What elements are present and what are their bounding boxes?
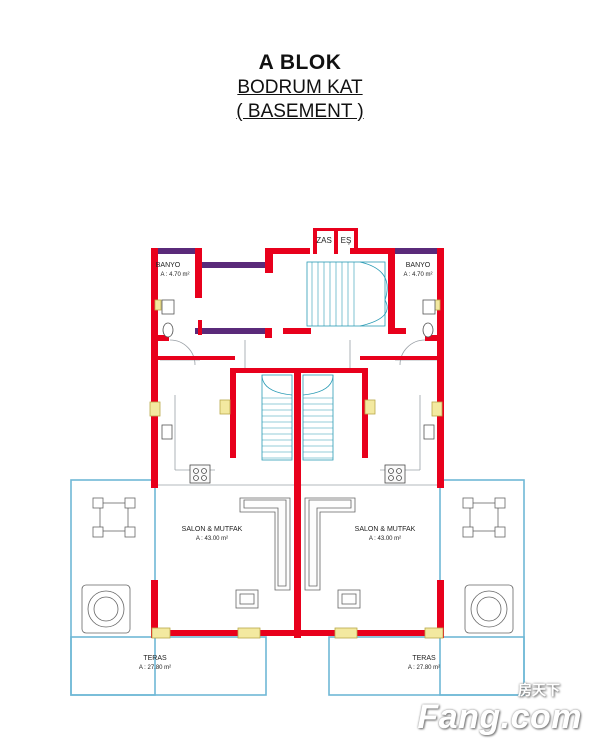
sofa-right [304,497,356,591]
block-title: A BLOK [258,51,342,74]
shaft-left-label: ZAS [316,236,332,245]
dining-set-left [92,497,136,538]
kitchen-right [384,464,406,484]
jacuzzi-left [81,584,131,634]
teras-right-area: A : 27.80 m² [408,665,440,671]
kitchen-left [189,464,211,484]
watermark: 房天下 Fang.com [417,680,582,734]
jacuzzi-right [464,584,514,634]
floor-title-en: ( BASEMENT ) [236,101,364,122]
bathroom-fixtures [161,299,436,440]
armchairs [235,589,361,609]
watermark-cn: 房天下 [518,682,560,698]
stairs-top [306,261,388,327]
stairs-center [261,374,334,461]
teras-right-name: TERAS [412,655,436,662]
stairs-center-steps [262,397,333,459]
salon-right-name: SALON & MUTFAK [355,526,416,533]
title-block: A BLOK BODRUM KAT ( BASEMENT ) [0,50,600,124]
banyo-left-name: BANYO [156,262,181,269]
banyo-right-name: BANYO [406,262,431,269]
shaft-right-label: EŞ [341,236,352,245]
teras-left-area: A : 27.80 m² [139,665,171,671]
teras-left-name: TERAS [143,655,167,662]
banyo-right-area: A : 4.70 m² [403,272,432,278]
sofa-left [239,497,291,591]
banyo-left-area: A : 4.70 m² [160,272,189,278]
dining-set-right [462,497,506,538]
purple-walls [155,248,440,334]
red-walls [151,228,444,638]
salon-left-area: A : 43.00 m² [196,536,228,542]
windows [149,299,444,639]
salon-right-area: A : 43.00 m² [369,536,401,542]
stairs-top-steps [311,262,355,326]
salon-left-name: SALON & MUTFAK [182,526,243,533]
watermark-en: Fang.com [417,698,582,736]
floor-title: BODRUM KAT [237,77,363,98]
